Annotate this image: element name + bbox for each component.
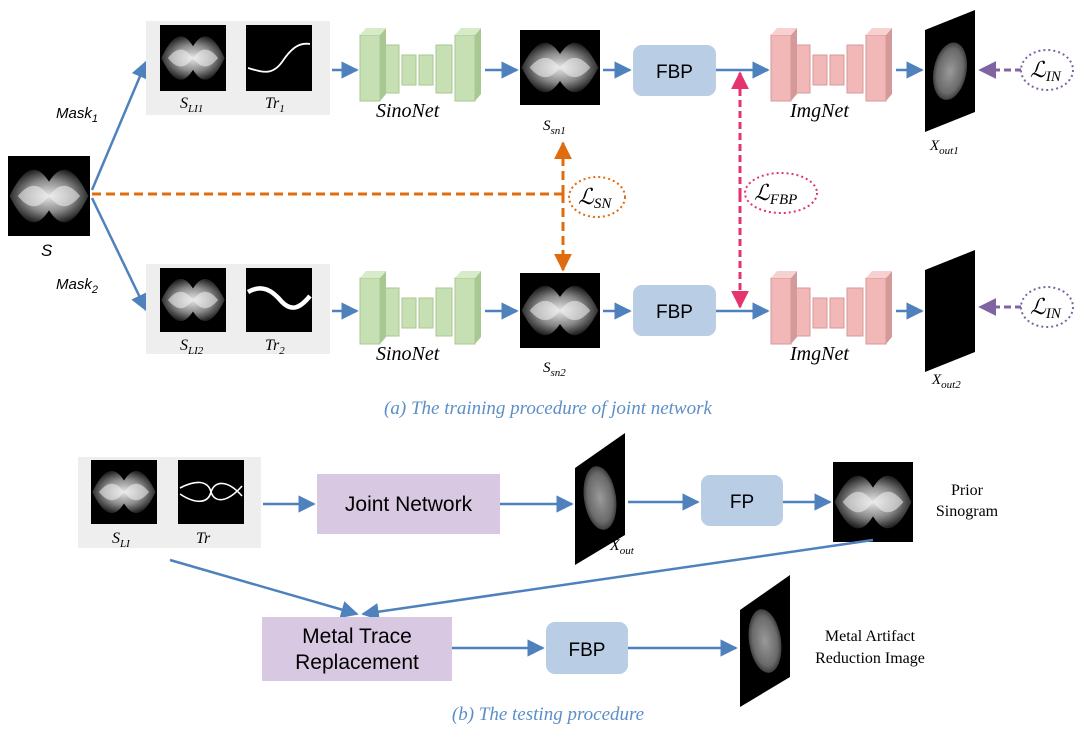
arrow-prior-to-mtr: [361, 538, 874, 621]
label-xout2: Xout2: [931, 372, 961, 391]
label-l-in2: ℒIN: [1030, 294, 1062, 322]
label-ssn1: Ssn1: [543, 118, 566, 137]
fbp1-box: [633, 45, 716, 96]
xout-image: [575, 433, 625, 565]
label-tr: Tr: [196, 530, 211, 547]
input-sinogram-image: [8, 156, 90, 236]
label-ssn2: Ssn2: [543, 360, 566, 379]
label-sli2: SLI2: [180, 337, 204, 357]
label-fbp3: FBP: [569, 640, 606, 661]
tr1-image: [246, 25, 312, 91]
fbp3-box: [546, 622, 628, 674]
l-in2-ellipse: [1020, 286, 1074, 328]
label-mar-line2: Reduction Image: [815, 650, 925, 667]
label-xout1: Xout1: [929, 138, 959, 157]
ssn2-image: [520, 273, 600, 348]
sli2-image: [160, 268, 226, 332]
caption-b: (b) The testing procedure: [452, 704, 644, 725]
sinonet2-block: [359, 271, 481, 345]
prior-sinogram-image: [833, 462, 913, 542]
label-prior-line2: Sinogram: [936, 503, 999, 520]
label-sinonet1: SinoNet: [376, 100, 440, 122]
l-fbp-ellipse: [744, 172, 818, 214]
label-l-sn: ℒSN: [578, 184, 612, 212]
label-l-in1: ℒIN: [1030, 57, 1062, 85]
mask1-arrow: [90, 60, 148, 191]
sli-image: [91, 460, 157, 524]
xout2-image: [925, 250, 975, 372]
label-mtr-line1: Metal Trace: [302, 625, 412, 648]
ssn1-image: [520, 30, 600, 105]
label-tr2: Tr2: [265, 337, 285, 357]
tr2-trace: [246, 286, 312, 310]
label-joint-network: Joint Network: [345, 493, 473, 516]
arrow-panel3-to-mtr: [169, 558, 359, 619]
label-mar-line1: Metal Artifact: [825, 628, 916, 645]
label-l-fbp: ℒFBP: [754, 180, 797, 208]
imgnet2-block: [770, 271, 892, 345]
label-mtr-line2: Replacement: [295, 651, 419, 674]
mask2-arrow: [90, 197, 148, 312]
label-prior-line1: Prior: [951, 482, 984, 499]
testing-panel: SLI Tr Joint Network Xout FP Prior Sinog…: [78, 433, 999, 725]
fbp2-box: [633, 285, 716, 336]
label-sli1: SLI1: [180, 95, 203, 115]
label-tr1: Tr1: [265, 95, 285, 115]
joint-network-box: [317, 474, 500, 534]
caption-a: (a) The training procedure of joint netw…: [384, 398, 712, 419]
label-xout: Xout: [609, 537, 635, 557]
label-mask1: Mask1: [56, 105, 98, 125]
label-mask2: Mask2: [56, 276, 98, 296]
xout1-image: [925, 10, 975, 132]
fp-box: [701, 475, 783, 526]
label-sli: SLI: [112, 530, 131, 550]
label-s: S: [41, 241, 53, 260]
tr-trace-b: [179, 482, 243, 503]
l-sn-ellipse: [568, 176, 626, 218]
label-fbp2: FBP: [656, 302, 693, 323]
training-panel: S Mask1 Mask2 ℒSN SLI1 Tr1: [8, 10, 1074, 419]
imgnet1-block: [770, 28, 892, 102]
label-fbp1: FBP: [656, 62, 693, 83]
label-imgnet1: ImgNet: [789, 100, 849, 122]
label-sinonet2: SinoNet: [376, 343, 440, 365]
label-fp: FP: [730, 492, 754, 513]
sli1-image: [160, 25, 226, 91]
l-in1-ellipse: [1020, 49, 1074, 91]
sinonet1-block: [359, 28, 481, 102]
tr1-trace: [247, 42, 311, 73]
mar-image: [740, 575, 790, 707]
mtr-box: [262, 617, 452, 681]
label-imgnet2: ImgNet: [789, 343, 849, 365]
